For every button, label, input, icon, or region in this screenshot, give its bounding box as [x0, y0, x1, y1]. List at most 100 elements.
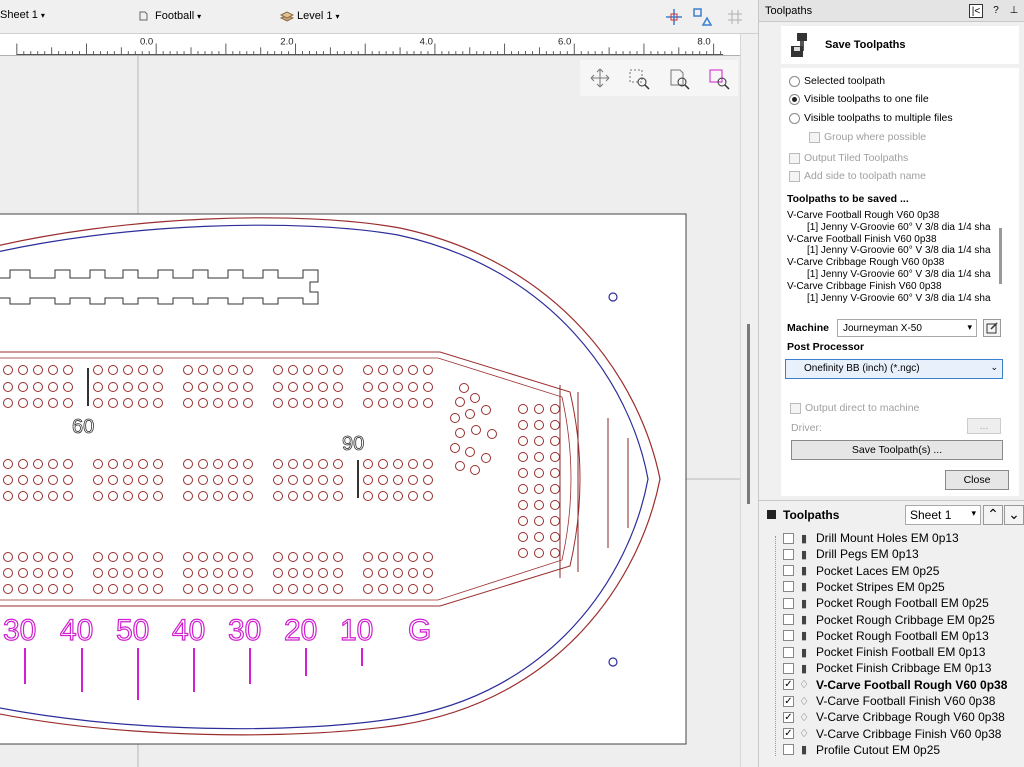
peg-hole	[108, 584, 118, 594]
checkbox[interactable]	[809, 131, 820, 143]
toolpath-row[interactable]: ▮Pocket Laces EM 0p25	[773, 563, 939, 579]
component-selector[interactable]: Football ▾	[138, 9, 201, 23]
pan-icon[interactable]	[590, 68, 610, 88]
toolpath-row[interactable]: ✓♢V-Carve Cribbage Finish V60 0p38	[773, 726, 1001, 742]
toolpath-visibility-checkbox[interactable]: ✓	[783, 679, 794, 691]
radio-circle[interactable]	[789, 75, 800, 87]
machine-select[interactable]: Journeyman X-50 ▾	[837, 319, 977, 337]
move-down-button[interactable]: ⌄	[1004, 505, 1024, 525]
peg-hole	[123, 365, 133, 375]
toolpath-visibility-checkbox[interactable]	[783, 646, 794, 658]
toolpath-row[interactable]: ▮Drill Pegs EM 0p13	[773, 546, 919, 562]
toolpath-label: Drill Mount Holes EM 0p13	[816, 531, 959, 545]
snap-origin-icon[interactable]	[664, 7, 684, 27]
toolpath-visibility-checkbox[interactable]	[783, 614, 794, 625]
toolpath-row[interactable]: ▮Pocket Stripes EM 0p25	[773, 579, 945, 595]
collapse-panel-icon[interactable]: |<	[969, 4, 983, 18]
collapse-square-icon[interactable]	[767, 510, 776, 519]
peg-hole	[108, 475, 118, 485]
scrollbar-thumb[interactable]	[747, 324, 750, 504]
peg-hole	[198, 398, 208, 408]
radio-visible-multiple-files[interactable]: Visible toolpaths to multiple files	[789, 112, 953, 124]
toolpath-visibility-checkbox[interactable]	[783, 662, 794, 674]
toolpath-visibility-checkbox[interactable]: ✓	[783, 695, 794, 707]
peg-hole	[33, 584, 43, 594]
peg-hole	[48, 459, 58, 469]
toolpath-visibility-checkbox[interactable]	[783, 581, 794, 593]
zoom-selection-icon[interactable]	[708, 68, 730, 90]
move-up-button[interactable]: ⌃	[983, 505, 1003, 525]
output-direct-checkbox[interactable]: Output direct to machine	[790, 402, 919, 414]
peg-hole	[3, 552, 13, 562]
radio-visible-one-file[interactable]: Visible toolpaths to one file	[789, 93, 929, 105]
peg-hole	[408, 584, 418, 594]
radio-selected-toolpath[interactable]: Selected toolpath	[789, 75, 885, 87]
toolpath-row[interactable]: ✓♢V-Carve Football Finish V60 0p38	[773, 693, 995, 709]
peg-hole	[303, 568, 313, 578]
toolpath-visibility-checkbox[interactable]: ✓	[783, 711, 794, 723]
endmill-icon: ▮	[800, 532, 808, 545]
peg-hole	[213, 491, 223, 501]
canvas-vertical-scrollbar[interactable]	[740, 34, 758, 767]
post-processor-select[interactable]: Onefinity BB (inch) (*.ngc) ⌄	[785, 359, 1003, 379]
toolpath-visibility-checkbox[interactable]	[783, 548, 794, 560]
radio-circle[interactable]	[789, 93, 800, 105]
save-toolpaths-button[interactable]: Save Toolpath(s) ...	[791, 440, 1003, 460]
peg-hole	[153, 568, 163, 578]
sheet-selector[interactable]: Sheet 1 ▾	[0, 9, 45, 21]
peg-hole	[108, 398, 118, 408]
peg-hole	[213, 382, 223, 392]
toolpath-visibility-checkbox[interactable]	[783, 744, 794, 756]
checkbox[interactable]	[790, 402, 801, 414]
add-side-checkbox[interactable]: Add side to toolpath name	[789, 170, 926, 182]
peg-hole	[3, 398, 13, 408]
toolpath-row[interactable]: ▮Profile Cutout EM 0p25	[773, 742, 940, 758]
toolpath-visibility-checkbox[interactable]	[783, 630, 794, 642]
peg-hole	[108, 382, 118, 392]
toolpath-visibility-checkbox[interactable]	[783, 532, 794, 544]
machine-select-value: Journeyman X-50	[843, 323, 922, 334]
toolpath-row[interactable]: ✓♢V-Carve Cribbage Rough V60 0p38	[773, 709, 1005, 725]
toolpath-row[interactable]: ✓♢V-Carve Football Rough V60 0p38	[773, 677, 1007, 693]
help-icon[interactable]: ?	[993, 5, 999, 16]
zoom-box-icon[interactable]	[628, 68, 650, 90]
toolpath-visibility-checkbox[interactable]: ✓	[783, 728, 794, 740]
level-selector-label: Level 1	[297, 10, 333, 22]
toolpath-row[interactable]: ▮Pocket Finish Cribbage EM 0p13	[773, 660, 991, 676]
toolpath-row[interactable]: ▮Pocket Finish Football EM 0p13	[773, 644, 985, 660]
list-scrollbar[interactable]	[999, 228, 1002, 284]
chevron-up-icon: ⌃	[987, 506, 999, 522]
toolpath-row[interactable]: ▮ Drill Mount Holes EM 0p13	[773, 530, 959, 546]
to-be-saved-list[interactable]: V-Carve Football Rough V60 0p38 [1] Jenn…	[787, 210, 997, 310]
driver-browse-button[interactable]: ...	[967, 418, 1001, 434]
peg-hole	[153, 459, 163, 469]
toolpath-row[interactable]: ▮Pocket Rough Cribbage EM 0p25	[773, 612, 995, 628]
toolpath-row[interactable]: ▮Pocket Rough Football EM 0p13	[773, 628, 989, 644]
edit-machine-button[interactable]	[983, 319, 1001, 337]
align-icon[interactable]	[692, 7, 714, 27]
toolpath-visibility-checkbox[interactable]	[783, 597, 794, 609]
grid-icon[interactable]	[726, 8, 744, 26]
pin-icon[interactable]: ⊥	[1009, 5, 1019, 16]
level-selector[interactable]: Level 1 ▾	[280, 9, 340, 23]
zoom-page-icon[interactable]	[668, 68, 690, 90]
checkbox[interactable]	[789, 152, 800, 164]
checkbox[interactable]	[789, 170, 800, 182]
zoom-toolbar	[580, 60, 738, 96]
peg-hole	[378, 459, 388, 469]
toolpath-visibility-checkbox[interactable]	[783, 565, 794, 577]
peg-hole	[123, 475, 133, 485]
design-canvas[interactable]: 60 90 30 40 50 40 30 20 10 G	[0, 56, 740, 767]
list-item: V-Carve Football Finish V60 0p38	[787, 233, 937, 245]
group-where-possible-checkbox[interactable]: Group where possible	[809, 131, 926, 143]
peg-hole	[318, 382, 328, 392]
peg-hole	[213, 568, 223, 578]
peg-hole	[318, 491, 328, 501]
toolpath-row[interactable]: ▮Pocket Rough Football EM 0p25	[773, 595, 989, 611]
toolpaths-sheet-select[interactable]: Sheet 1 ▾	[905, 505, 981, 525]
list-item-tool: [1] Jenny V-Groovie 60° V 3/8 dia 1/4 sh…	[807, 268, 991, 280]
close-button[interactable]: Close	[945, 470, 1009, 490]
radio-circle[interactable]	[789, 112, 800, 124]
peg-hole	[408, 552, 418, 562]
output-tiled-checkbox[interactable]: Output Tiled Toolpaths	[789, 152, 908, 164]
